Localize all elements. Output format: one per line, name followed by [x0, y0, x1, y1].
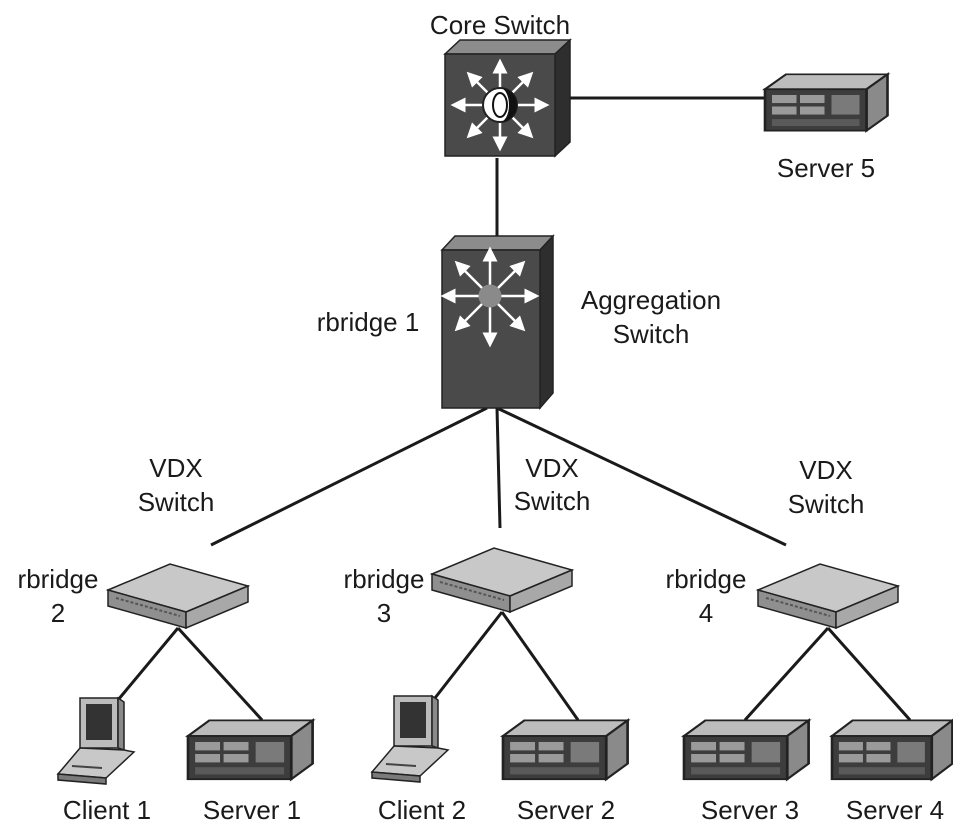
server-3-icon: [682, 719, 810, 781]
client-2-icon: [371, 695, 449, 783]
link-aggregation-vdx4: [496, 406, 787, 547]
label-server-5: Server 5: [777, 153, 875, 183]
label-rbridge-3-line1: rbridge: [344, 564, 425, 594]
label-vdx-c-line2: Switch: [788, 489, 865, 519]
label-rbridge-3-line2: 3: [377, 598, 391, 628]
label-rbridge-1: rbridge 1: [317, 307, 420, 337]
link-vdx2-client1: [116, 627, 180, 701]
server-4-icon: [830, 719, 953, 781]
label-vdx-c-line1: VDX: [799, 455, 852, 485]
link-vdx4-server4: [826, 627, 912, 721]
vdx-switch-rbridge-3-icon: [431, 547, 573, 613]
server-2-icon: [501, 719, 629, 781]
label-core-switch: Core Switch: [430, 10, 570, 40]
label-rbridge-4-line2: 4: [699, 598, 713, 628]
link-vdx3-client2: [433, 611, 504, 699]
link-aggregation-vdx2: [210, 406, 488, 547]
links: [116, 96, 912, 722]
aggregation-switch-icon: [440, 234, 555, 411]
link-vdx2-server1: [176, 626, 264, 722]
label-server-3: Server 3: [701, 795, 799, 825]
vdx-switch-rbridge-2-icon: [107, 563, 249, 629]
label-aggregation-line1: Aggregation: [581, 285, 721, 315]
label-client-1: Client 1: [63, 795, 151, 825]
label-server-1: Server 1: [203, 795, 301, 825]
link-vdx4-server3: [743, 626, 830, 722]
label-vdx-b-line2: Switch: [514, 486, 591, 516]
label-aggregation-line2: Switch: [613, 319, 690, 349]
label-rbridge-2-line2: 2: [51, 598, 65, 628]
label-vdx-b-line1: VDX: [525, 453, 578, 483]
link-aggregation-vdx3: [495, 407, 502, 529]
label-server-4: Server 4: [846, 795, 944, 825]
label-server-2: Server 2: [517, 795, 615, 825]
vdx-switch-rbridge-4-icon: [757, 563, 899, 629]
label-client-2: Client 2: [378, 795, 466, 825]
label-rbridge-2-line1: rbridge: [18, 564, 99, 594]
server-5-icon: [763, 72, 889, 132]
label-vdx-a-line1: VDX: [149, 453, 202, 483]
label-vdx-a-line2: Switch: [138, 487, 215, 517]
server-1-icon: [186, 719, 314, 781]
label-rbridge-4-line1: rbridge: [666, 564, 747, 594]
core-switch-icon: [443, 38, 572, 158]
client-1-icon: [57, 697, 135, 785]
link-vdx3-server2: [500, 611, 580, 721]
